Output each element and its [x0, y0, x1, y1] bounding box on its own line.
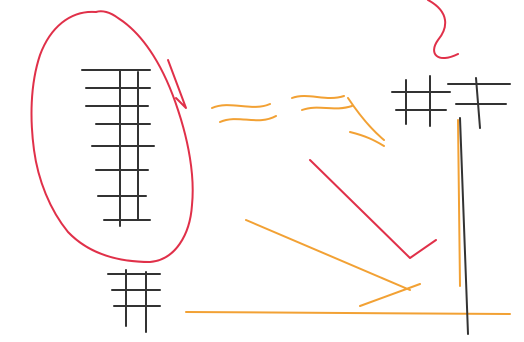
black-left-column — [81, 69, 155, 221]
red-strokes — [30, 0, 459, 263]
red-diagonal — [309, 159, 437, 259]
orange-scribble-2 — [291, 95, 353, 111]
black-strokes — [81, 69, 511, 335]
orange-scribble-3 — [347, 97, 385, 147]
orange-right-arm — [359, 283, 421, 307]
orange-scribble-1 — [211, 103, 277, 123]
red-top-curve — [427, 0, 459, 59]
black-right-vertical — [459, 117, 469, 335]
black-bottom-left — [107, 269, 161, 333]
red-loop — [30, 10, 194, 263]
black-left-verticals — [119, 69, 139, 227]
orange-baseline — [185, 311, 511, 315]
orange-strokes — [185, 95, 511, 315]
orange-vertical — [457, 119, 461, 287]
red-arrow-stroke — [167, 59, 187, 109]
orange-left-arm — [245, 219, 411, 291]
black-top-right — [391, 75, 511, 129]
